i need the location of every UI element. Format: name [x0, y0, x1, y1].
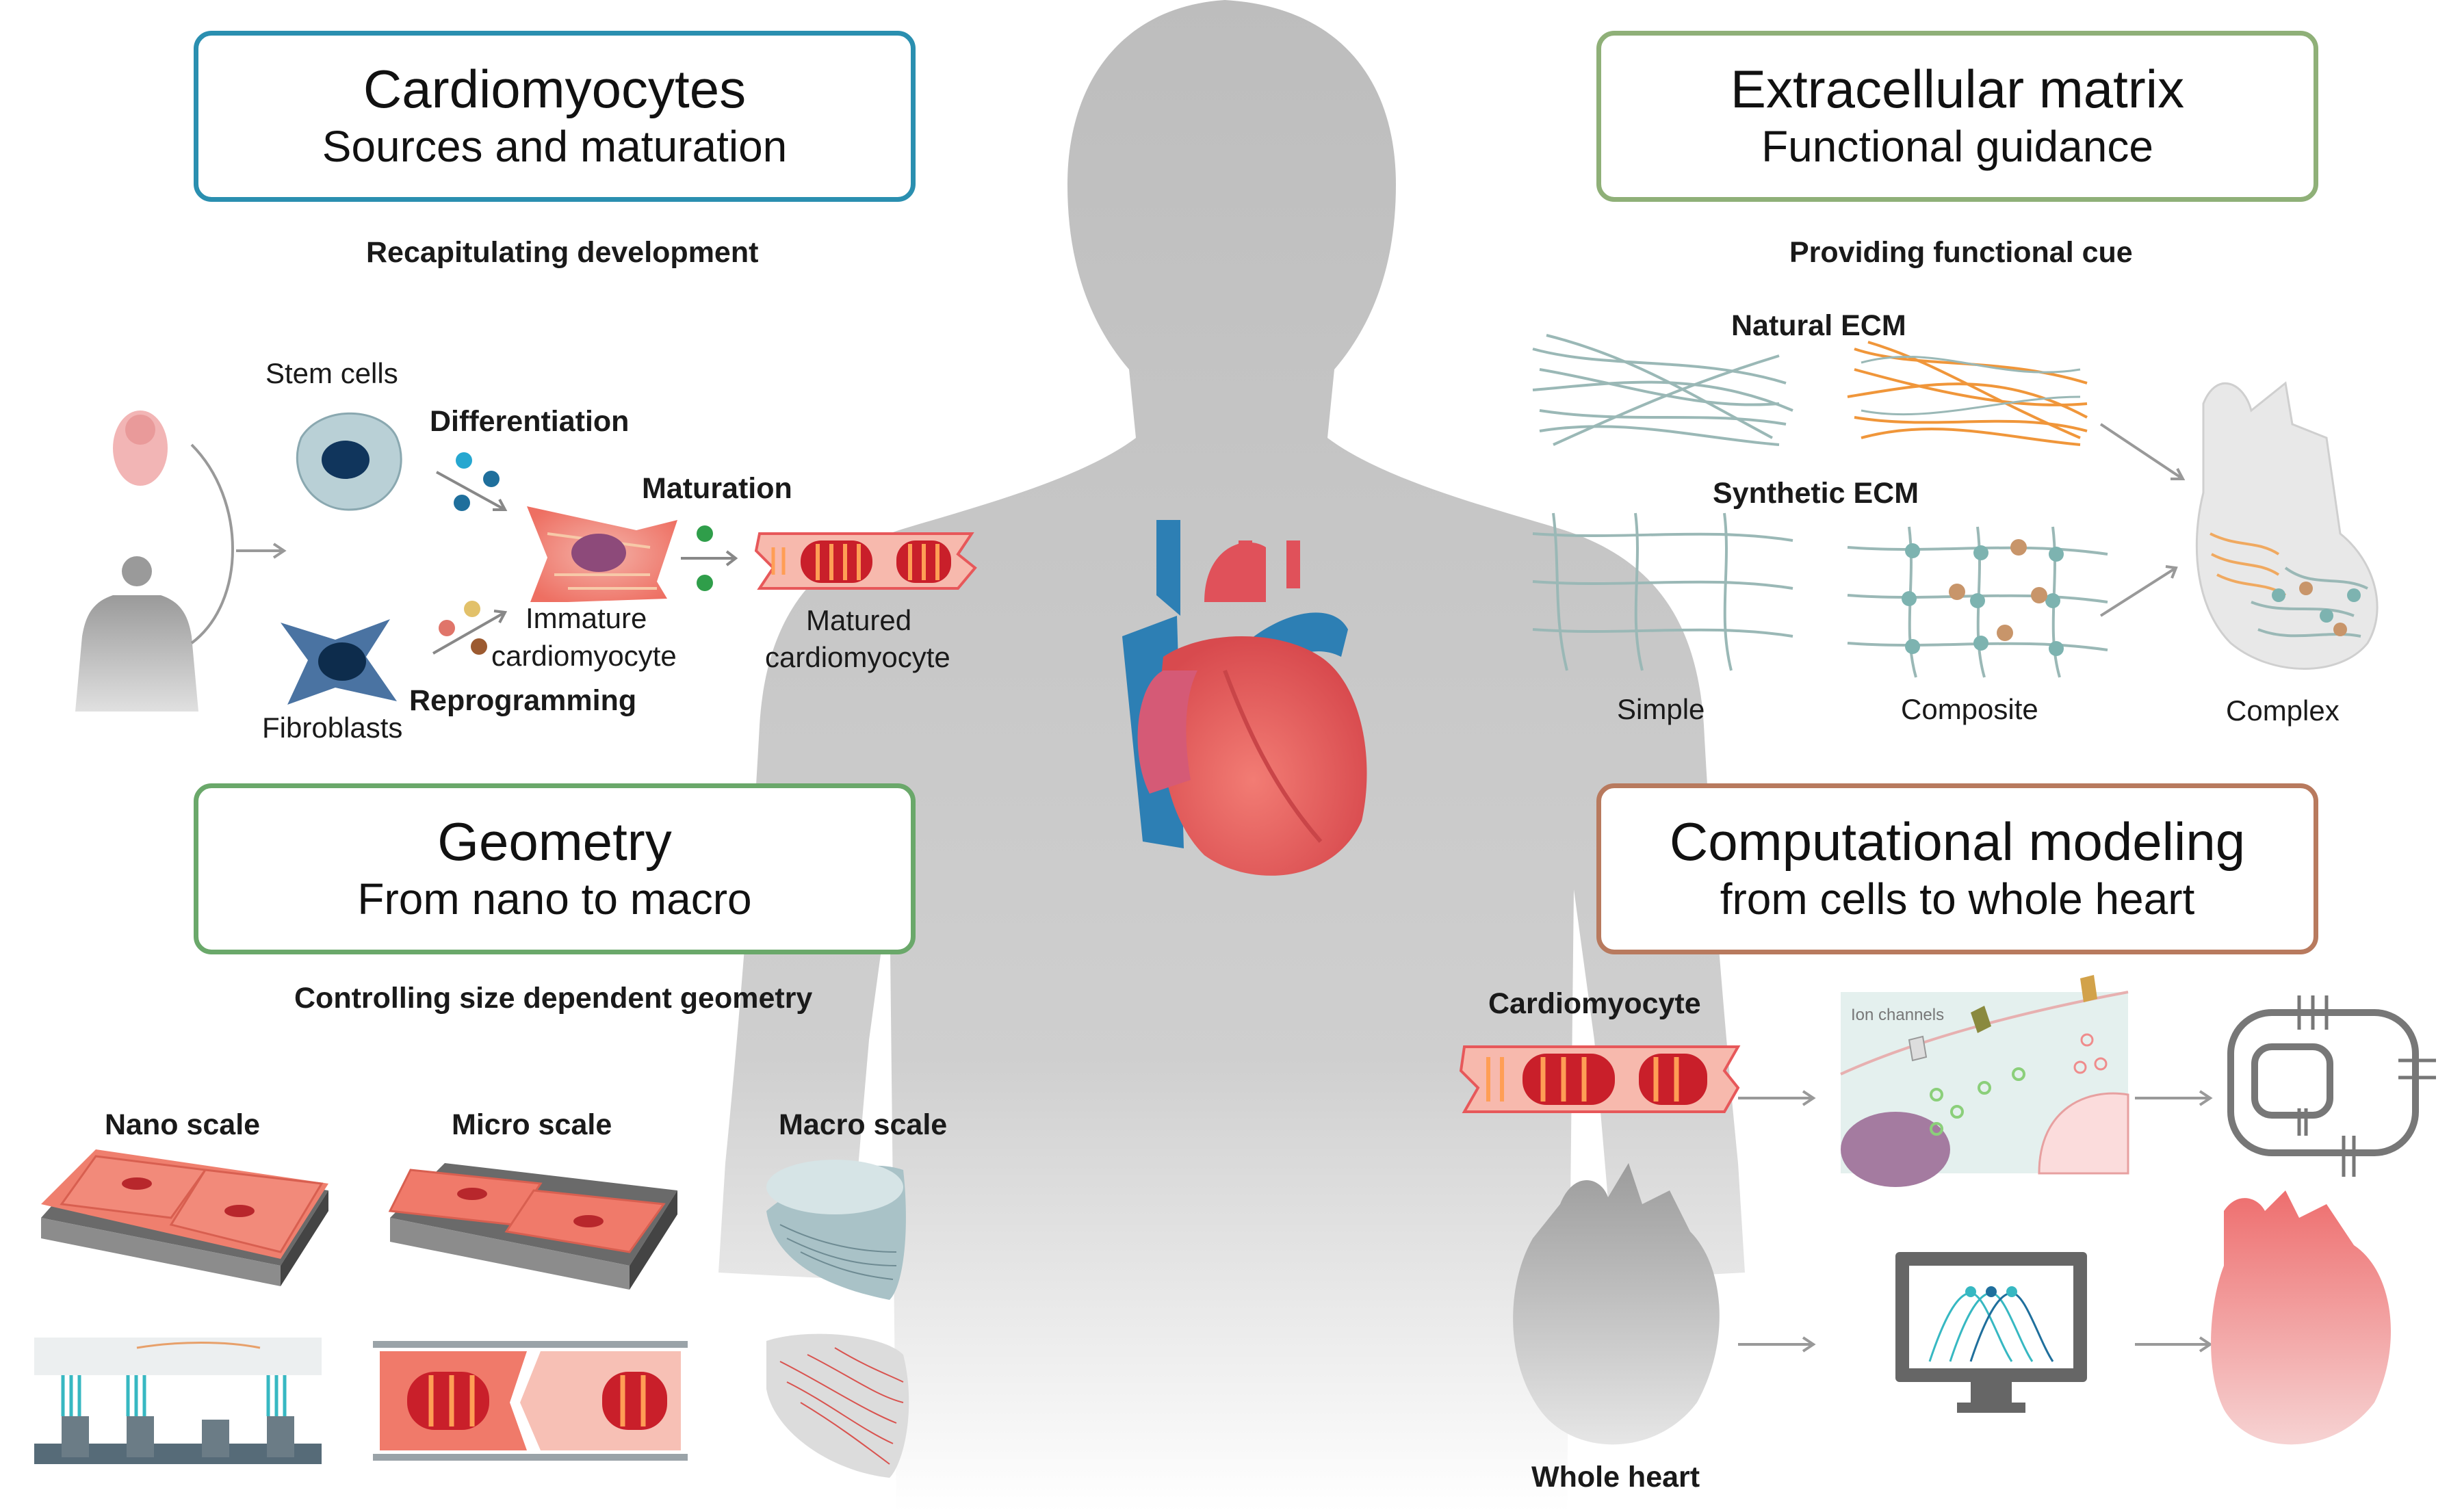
- nano-scale-label: Nano scale: [105, 1108, 261, 1141]
- differentiation-label: Differentiation: [430, 405, 630, 438]
- source-arrow: [236, 543, 287, 559]
- cardiomyocytes-subtitle: Sources and maturation: [322, 122, 788, 171]
- embryo-icon: [113, 410, 168, 486]
- simple-synthetic-mesh: [1532, 512, 1793, 671]
- nano-scale-pillars: [34, 1338, 322, 1464]
- ion-channels-cell-detail: [1840, 975, 2129, 1187]
- immature-label-line1: Immature: [526, 602, 647, 634]
- cardiomyocytes-heading: Recapitulating development: [366, 236, 759, 269]
- maturation-factors: [681, 525, 738, 591]
- composite-synthetic-mesh: [1847, 526, 2108, 678]
- simulation-monitor-icon: [1895, 1252, 2087, 1413]
- modeling-title: Computational modeling: [1669, 811, 2246, 872]
- immature-cardiomyocyte: [527, 506, 677, 602]
- whole-heart-label: Whole heart: [1531, 1461, 1700, 1494]
- natural-ecm-fibers-orange: [1847, 341, 2088, 446]
- ecm-title-box: Extracellular matrix Functional guidance: [1596, 31, 2318, 202]
- ecm-subtitle: Functional guidance: [1761, 122, 2153, 171]
- modeling-subtitle: from cells to whole heart: [1720, 874, 2195, 924]
- fibroblasts-label: Fibroblasts: [262, 712, 403, 744]
- whole-heart-simulated-red: [2211, 1190, 2391, 1445]
- reprogramming-factors: [432, 601, 508, 655]
- central-heart-illustration: [1122, 520, 1367, 876]
- stem-cell: [296, 412, 402, 511]
- geometry-title-box: Geometry From nano to macro: [194, 783, 916, 954]
- macro-scale-ventricle: [766, 1160, 906, 1300]
- matured-label-line2: cardiomyocyte: [765, 641, 950, 673]
- micro-scale-label: Micro scale: [452, 1108, 612, 1141]
- complex-ecm-heart: [2195, 381, 2379, 670]
- matured-cardiomyocyte: [754, 532, 977, 590]
- adult-body-icon: [75, 556, 198, 712]
- fibroblast-cell: [281, 619, 397, 705]
- model-arrows-row-1: [1738, 1090, 2213, 1106]
- matured-label-line1: Matured: [806, 604, 912, 636]
- nano-scale-substrate: [41, 1149, 328, 1286]
- stem-cells-label: Stem cells: [265, 357, 398, 389]
- composite-label: Composite: [1901, 693, 2038, 725]
- ecm-arrows: [2099, 423, 2186, 617]
- micro-scale-substrate: [388, 1163, 677, 1290]
- natural-ecm-fibers-gray-2: [1861, 355, 2081, 416]
- differentiation-factors: [436, 452, 508, 511]
- geometry-heading: Controlling size dependent geometry: [294, 982, 813, 1015]
- model-cardiomyocyte: [1459, 1045, 1741, 1113]
- circuit-model-diagram: [2227, 995, 2436, 1177]
- model-arrows-row-2: [1738, 1336, 2213, 1353]
- macro-scale-label: Macro scale: [779, 1108, 948, 1141]
- cardiomyocytes-title-box: Cardiomyocytes Sources and maturation: [194, 31, 916, 202]
- whole-heart-gray: [1513, 1163, 1720, 1445]
- reprogramming-label: Reprogramming: [409, 684, 637, 717]
- ecm-title: Extracellular matrix: [1730, 59, 2185, 119]
- modeling-title-box: Computational modeling from cells to who…: [1596, 783, 2318, 954]
- geometry-title: Geometry: [437, 811, 672, 872]
- synthetic-ecm-label: Synthetic ECM: [1713, 477, 1919, 510]
- natural-ecm-label: Natural ECM: [1731, 309, 1906, 342]
- ion-channels-label: Ion channels: [1851, 1006, 1945, 1024]
- complex-label: Complex: [2226, 694, 2340, 727]
- ecm-heading: Providing functional cue: [1789, 236, 2133, 269]
- source-bracket: [190, 443, 234, 644]
- model-cardiomyocyte-label: Cardiomyocyte: [1488, 987, 1701, 1020]
- immature-label-line2: cardiomyocyte: [491, 640, 677, 672]
- macro-scale-heart-fibers: [766, 1333, 909, 1478]
- cardiomyocytes-title: Cardiomyocytes: [363, 59, 747, 119]
- simple-label: Simple: [1617, 693, 1705, 725]
- natural-ecm-fibers-gray: [1532, 334, 1793, 446]
- micro-scale-channel: [373, 1341, 688, 1461]
- geometry-subtitle: From nano to macro: [357, 874, 752, 924]
- maturation-label: Maturation: [642, 472, 792, 505]
